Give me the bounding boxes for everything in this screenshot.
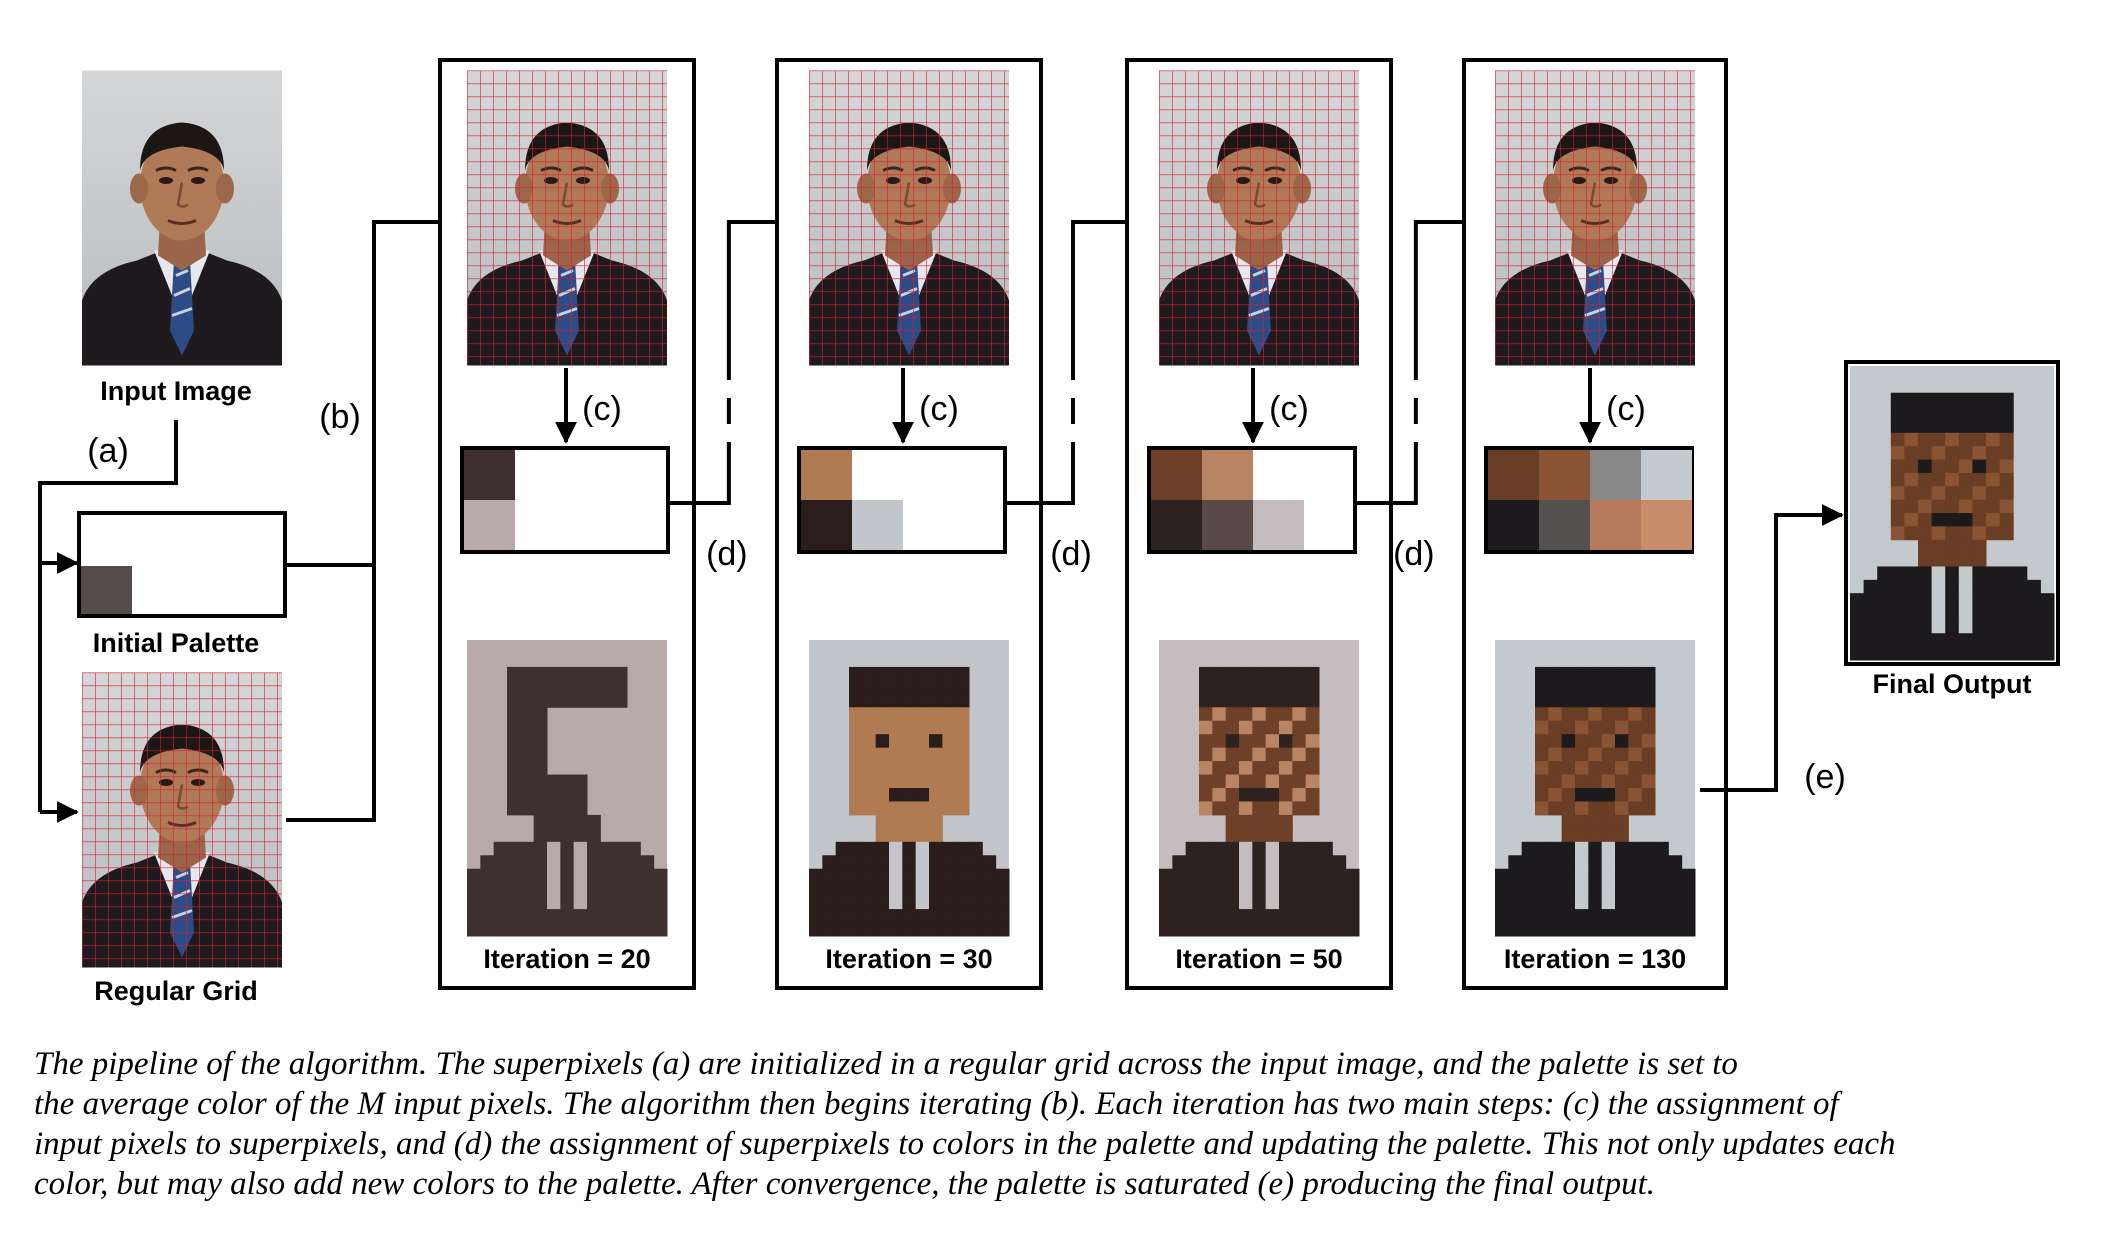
step-c-label: (c) [1269,390,1309,428]
initial-palette-swatches [81,566,132,614]
caption-line: The pipeline of the algorithm. The super… [34,1046,1738,1082]
step-a-label: (a) [87,432,129,470]
step-c-label: (c) [919,390,959,428]
superpixel-grid-image [1495,71,1695,366]
pixelated-output [1159,640,1360,937]
iteration-label: Iteration = 30 [825,944,992,974]
pipeline-diagram: Input Image (a) Initial Palette Regular … [38,58,2060,1006]
pixelated-output [809,640,1010,937]
palette-swatch [1488,500,1539,550]
iteration-panels: (c) Iteration = 20 (d) (c) Iteration = 30 (d)… [438,58,1728,990]
step-b-label: (b) [319,398,361,436]
final-output-label: Final Output [1873,669,2032,699]
step-c-label: (c) [582,390,622,428]
superpixel-grid-image [809,71,1009,366]
iteration-label: Iteration = 50 [1175,944,1342,974]
palette-swatch [1151,500,1202,550]
arrow-e [1700,504,1844,792]
input-image-label: Input Image [100,376,252,406]
regular-grid-image [82,673,282,968]
pixelated-output [467,640,668,937]
superpixel-grid-image [467,71,667,366]
iteration-label: Iteration = 130 [1504,944,1686,974]
final-output-image [1850,366,2055,661]
palette-swatch [1539,450,1590,500]
arrow-b [286,211,460,822]
palette-swatch [464,500,515,550]
initial-palette-label: Initial Palette [93,628,260,658]
caption-line: input pixels to superpixels, and (d) the… [34,1126,1896,1162]
superpixel-grid-image [1159,71,1359,366]
input-image [82,70,282,366]
caption-line: the average color of the M input pixels.… [34,1086,1839,1122]
step-d-label: (d) [1050,535,1092,573]
figure-caption: The pipeline of the algorithm. The super… [34,1044,2070,1204]
palette-swatch [1590,450,1641,500]
iteration-panel: (c) Iteration = 20 (d) [438,58,809,990]
arrow-a [38,420,178,823]
palette-swatch [1253,500,1304,550]
palette-swatch [1151,450,1202,500]
palette-swatch [1202,450,1253,500]
palette-swatch [1590,500,1641,550]
iteration-panel: (c) Iteration = 130 [1462,58,1728,990]
caption-line: color, but may also add new colors to th… [34,1166,1655,1202]
palette-swatch [464,450,515,500]
palette-swatch [1641,500,1692,550]
step-d-label: (d) [706,535,748,573]
palette-swatch [1202,500,1253,550]
palette-swatch [801,450,852,500]
pixelated-output [1495,640,1696,937]
palette [1147,446,1357,554]
step-e-label: (e) [1804,758,1846,796]
step-d-label: (d) [1393,535,1435,573]
iteration-panel: (c) Iteration = 50 (d) [1125,58,1495,990]
iteration-panel: (c) Iteration = 30 (d) [775,58,1159,990]
palette-swatch [1641,450,1692,500]
palette [460,446,670,554]
iteration-label: Iteration = 20 [483,944,650,974]
regular-grid-label: Regular Grid [94,976,258,1006]
palette-swatch [1539,500,1590,550]
step-c-label: (c) [1606,390,1646,428]
palette-swatch [81,566,132,614]
palette [797,446,1007,554]
palette-swatch [1488,450,1539,500]
palette-swatch [852,500,903,550]
palette-swatch [801,500,852,550]
palette [1484,446,1694,554]
